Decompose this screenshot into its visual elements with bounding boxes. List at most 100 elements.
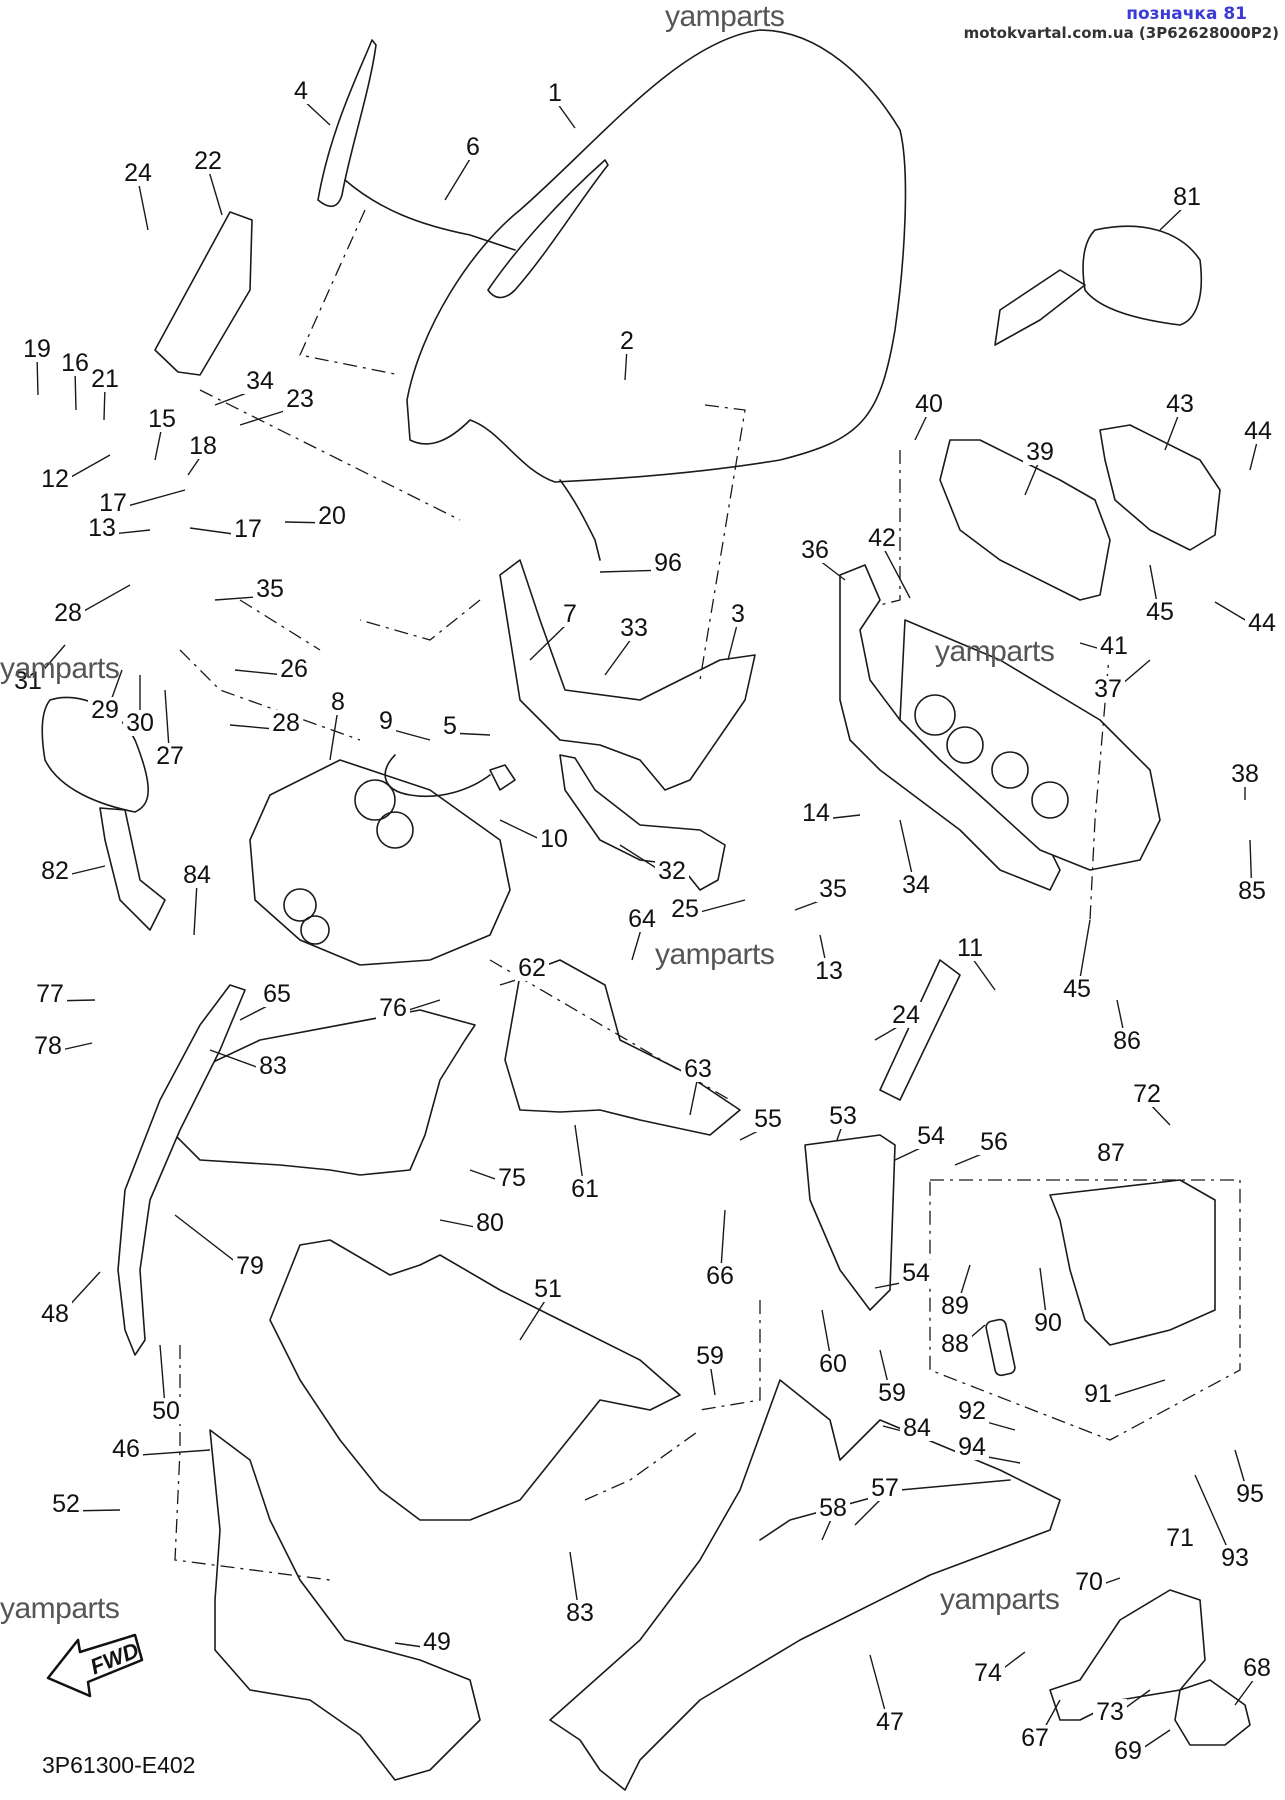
part-callout-31: 31 [14,667,42,695]
part-callout-59b: 59 [878,1379,906,1407]
part-callout-26: 26 [280,655,308,683]
part-callout-78: 78 [34,1032,62,1060]
part-callout-15: 15 [148,405,176,433]
header-source: motokvartal.com.ua (3P62628000P2) [963,24,1279,42]
callout-bg-20 [315,503,349,529]
part-callout-4: 4 [294,77,308,105]
part-callout-50: 50 [152,1397,180,1425]
callout-bg-76 [376,995,410,1021]
callout-bg-47 [873,1709,907,1735]
callout-bg-91 [1081,1381,1115,1407]
callout-leader-51 [519,1295,549,1341]
part-callout-21: 21 [91,365,119,393]
part-callout-48: 48 [41,1300,69,1328]
callout-bg-56 [977,1129,1011,1155]
part-callout-40: 40 [915,390,943,418]
part-callout-54b: 54 [902,1259,930,1287]
callout-bg-41 [1097,633,1131,659]
watermark-left-mid: yamparts [0,652,120,685]
callout-bg-40 [912,391,946,417]
assembly-lines [174,209,1111,1581]
callout-bg-60 [816,1351,850,1377]
callout-bg-61 [568,1176,602,1202]
callout-bg-11 [953,935,987,961]
callout-bg-80 [473,1210,507,1236]
part-callout-83a: 83 [259,1052,287,1080]
callout-bg-48 [38,1301,72,1327]
callout-bg-29 [88,697,122,723]
callout-bg-72 [1130,1081,1164,1107]
part-callout-14: 14 [802,799,830,827]
watermark-top: yamparts [665,0,785,33]
duct-part-11 [879,959,961,1101]
part-callout-43: 43 [1166,390,1194,418]
callout-leader-3 [727,620,739,661]
part-callout-7: 7 [563,600,577,628]
callout-bg-51 [531,1276,565,1302]
callout-bg-83b [563,1600,597,1626]
part-callout-73: 73 [1096,1698,1124,1726]
part-callout-51: 51 [534,1275,562,1303]
part-callout-6: 6 [466,133,480,161]
callout-bg-27 [153,743,187,769]
callout-bg-14 [799,800,833,826]
callout-bg-2 [617,328,637,354]
callout-leader-63 [689,1075,699,1116]
part-callout-30: 30 [126,709,154,737]
callout-bg-71 [1163,1525,1197,1551]
callout-bg-28b [269,710,303,736]
callout-bg-95 [1233,1481,1267,1507]
callout-bg-81 [1170,184,1204,210]
callout-bg-44a [1241,418,1275,444]
part-callout-36: 36 [801,536,829,564]
callout-leader-19 [36,355,39,396]
callout-bg-38 [1228,761,1262,787]
part-callout-25: 25 [671,895,699,923]
callout-bg-53 [826,1103,860,1129]
callout-bg-6 [463,134,483,160]
part-callout-49: 49 [423,1628,451,1656]
callout-bg-17a [96,490,130,516]
callout-bg-88 [938,1331,972,1357]
callout-bg-59b [875,1380,909,1406]
callout-bg-57 [868,1475,902,1501]
part-callout-54a: 54 [917,1122,945,1150]
callout-bg-12 [38,466,72,492]
stay-part-32 [559,754,726,891]
callout-bg-93 [1218,1545,1252,1571]
callout-bg-92 [955,1398,989,1424]
part-callout-38: 38 [1231,760,1259,788]
cowling-stay-part-36 [839,564,1161,891]
mirror-right-part-81 [994,225,1203,346]
callout-bg-44b [1245,610,1279,636]
part-callout-11: 11 [957,934,983,962]
watermark-bottom-right: yamparts [940,1583,1060,1616]
callout-bg-46 [109,1436,143,1462]
callout-bg-54a [914,1123,948,1149]
callout-bg-4 [291,78,311,104]
callout-bg-83a [256,1053,290,1079]
watermark-bottom-left: yamparts [0,1592,120,1625]
callout-bg-90 [1031,1310,1065,1336]
callout-bg-96 [651,550,685,576]
callout-bg-50 [149,1398,183,1424]
callout-bg-39 [1023,439,1057,465]
callout-bg-24b [889,1002,923,1028]
part-callout-77: 77 [36,980,64,1008]
callout-bg-34b [899,872,933,898]
panel-part-61 [504,959,741,1136]
watermark-right-mid: yamparts [935,635,1055,668]
part-callout-83b: 83 [566,1599,594,1627]
callout-bg-94 [955,1434,989,1460]
callout-bg-16 [58,350,92,376]
part-callout-13a: 13 [88,514,116,542]
part-callout-28a: 28 [54,599,82,627]
callout-bg-67 [1018,1725,1052,1751]
part-callout-58: 58 [819,1494,847,1522]
front-cowl-part-46 [209,1429,481,1781]
callout-bg-70 [1072,1569,1106,1595]
part-callout-90: 90 [1034,1309,1062,1337]
part-callout-9: 9 [379,707,393,735]
part-callout-60: 60 [819,1350,847,1378]
part-callout-45b: 45 [1063,975,1091,1003]
